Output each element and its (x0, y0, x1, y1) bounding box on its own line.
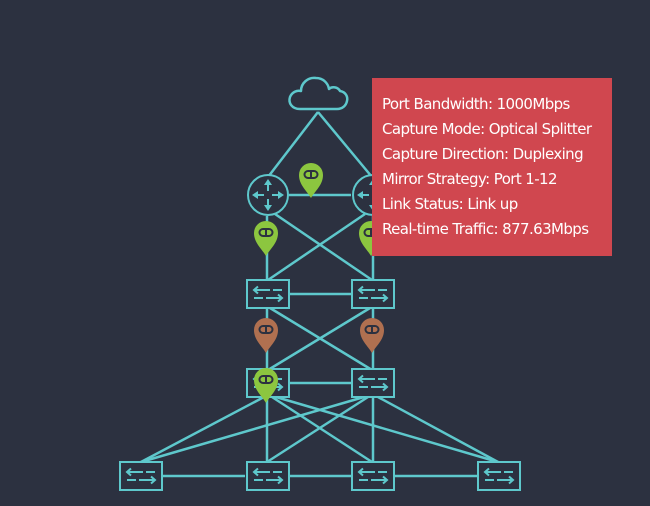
tooltip-value: Optical Splitter (488, 120, 592, 138)
tooltip-value: 877.63Mbps (502, 220, 589, 238)
link-core-right-access-1 (140, 395, 365, 464)
router-icon[interactable] (247, 174, 289, 216)
switch-icon[interactable] (477, 461, 521, 491)
tooltip-value: Link up (467, 195, 518, 213)
tooltip-line-capture-direction: Capture Direction: Duplexing (382, 142, 612, 167)
tooltip-label: Capture Mode: (382, 120, 485, 138)
link-core-left-access-1 (140, 395, 265, 464)
tooltip-label: Capture Direction: (382, 145, 509, 163)
link-cloud-router-left (267, 111, 319, 178)
tooltip-label: Mirror Strategy: (382, 170, 490, 188)
tooltip-line-mirror-strategy: Mirror Strategy: Port 1-12 (382, 167, 612, 192)
link-cloud-router-right (317, 111, 373, 178)
tap-marker-icon[interactable] (253, 220, 279, 257)
tooltip-label: Real-time Traffic: (382, 220, 499, 238)
link-router-left-agg-right (274, 212, 373, 282)
switch-icon[interactable] (351, 368, 395, 398)
tap-marker-icon[interactable] (298, 162, 324, 199)
link-agg-right-core-left (267, 306, 371, 372)
link-router-right-agg-left (267, 212, 366, 282)
switch-icon[interactable] (246, 279, 290, 309)
tooltip-value: 1000Mbps (496, 95, 571, 113)
switch-icon[interactable] (351, 279, 395, 309)
tap-marker-icon[interactable] (253, 317, 279, 354)
tooltip-line-link-status: Link Status: Link up (382, 192, 612, 217)
tooltip-value: Port 1-12 (493, 170, 558, 188)
switch-icon[interactable] (246, 461, 290, 491)
switch-icon[interactable] (351, 461, 395, 491)
link-core-right-access-4 (377, 395, 499, 464)
tap-marker-icon[interactable] (359, 317, 385, 354)
switch-icon[interactable] (119, 461, 163, 491)
tooltip-label: Link Status: (382, 195, 464, 213)
link-core-left-access-3 (271, 395, 373, 464)
tooltip-label: Port Bandwidth: (382, 95, 493, 113)
tooltip-line-port-bandwidth: Port Bandwidth: 1000Mbps (382, 92, 612, 117)
tooltip-value: Duplexing (512, 145, 584, 163)
tooltip-line-capture-mode: Capture Mode: Optical Splitter (382, 117, 612, 142)
port-info-tooltip: Port Bandwidth: 1000Mbps Capture Mode: O… (372, 78, 612, 256)
link-core-right-access-2 (266, 395, 369, 464)
cloud-icon[interactable] (288, 76, 349, 111)
tooltip-line-realtime-traffic: Real-time Traffic: 877.63Mbps (382, 217, 612, 242)
link-core-left-access-4 (275, 395, 499, 464)
